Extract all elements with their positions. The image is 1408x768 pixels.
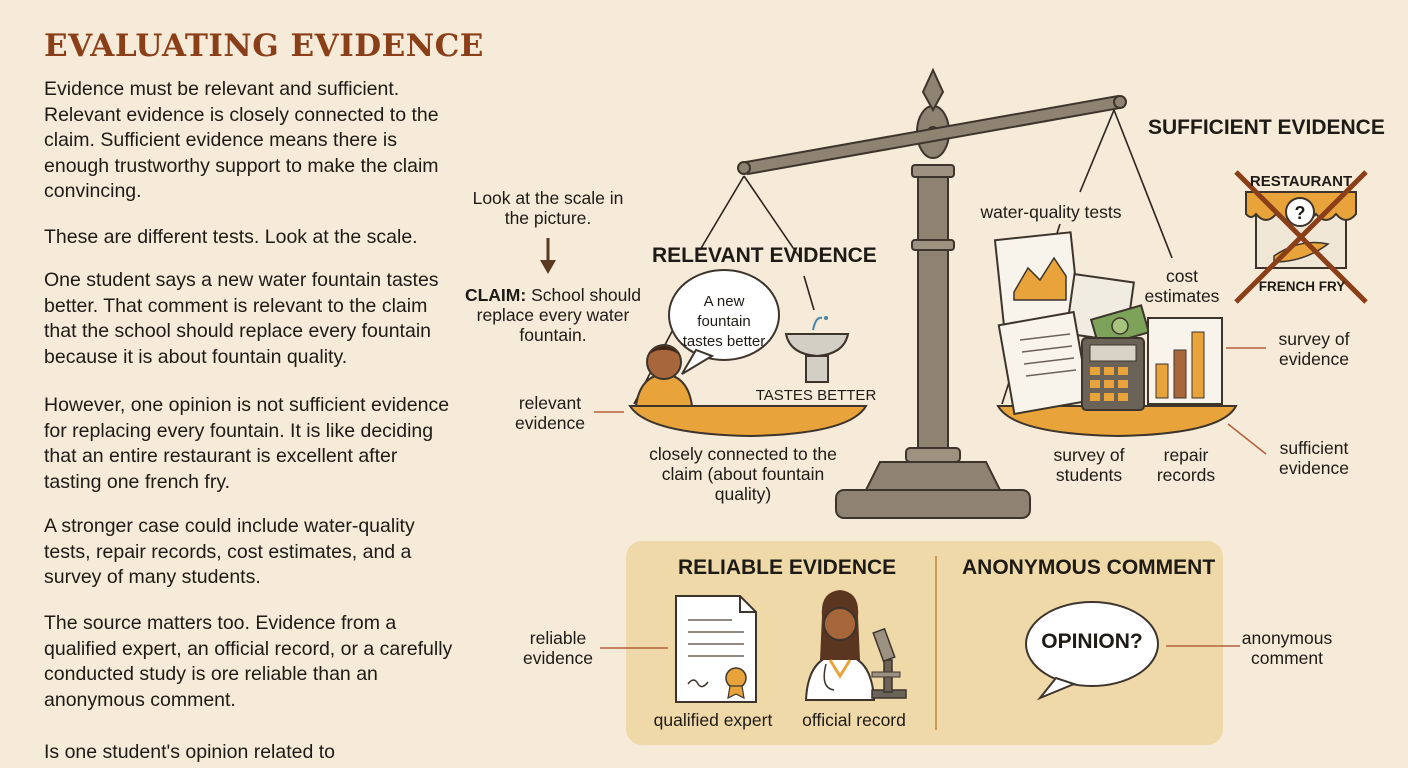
- left-pan: [628, 405, 868, 438]
- student-avatar: [634, 344, 694, 407]
- qualified-expert-label: qualified expert: [653, 710, 773, 730]
- paragraph-not-sufficient: However, one opinion is not sufficient e…: [44, 394, 450, 493]
- opinion-text: OPINION?: [1041, 630, 1143, 653]
- paragraph-question: Is one student's opinion related to: [44, 741, 336, 763]
- look-note: Look at the scale in the picture.: [472, 188, 624, 228]
- water-tests-label: water-quality tests: [980, 202, 1122, 222]
- water-fountain-icon: [784, 316, 850, 383]
- claim-text: School should replace every water founta…: [476, 285, 642, 345]
- expert-avatar: [804, 590, 876, 701]
- paragraph-stronger-case: A stronger case could include water-qual…: [44, 515, 415, 588]
- paragraph-different-tests: These are different tests. Look at the s…: [44, 226, 418, 248]
- repair-records-label: repair records: [1156, 445, 1216, 485]
- reliable-evidence-label: reliable evidence: [522, 628, 594, 668]
- paragraph-student-comment: One student says a new water fountain ta…: [44, 269, 439, 368]
- paragraph-definition: Evidence must be relevant and sufficient…: [44, 78, 439, 202]
- claim-label: CLAIM:: [464, 285, 527, 305]
- calculator-icon: [1081, 337, 1145, 411]
- bottom-panel-bg: [626, 541, 1223, 745]
- scale-stand: [835, 67, 1031, 519]
- restaurant-sign: RESTAURANT: [1249, 173, 1353, 190]
- microscope-icon: [871, 627, 907, 699]
- official-record-label: official record: [802, 710, 906, 730]
- svg-text:?: ?: [1295, 203, 1306, 223]
- sufficient-evidence-label: sufficient evidence: [1278, 438, 1350, 478]
- reliable-heading: RELIABLE EVIDENCE: [678, 556, 897, 579]
- relevant-evidence-label: relevant evidence: [514, 393, 586, 433]
- survey-students-label: survey of students: [1053, 445, 1125, 485]
- anonymous-comment-label: anonymous comment: [1241, 628, 1333, 668]
- speech-text: A new fountain tastes better: [682, 293, 766, 350]
- french-fry-caption: FRENCH FRY: [1258, 279, 1346, 294]
- anonymous-heading: ANONYMOUS COMMENT: [962, 556, 1216, 579]
- cost-estimates-label: cost estimates: [1144, 266, 1220, 306]
- relevant-heading: RELEVANT EVIDENCE: [652, 244, 877, 267]
- survey-evidence-label: survey of evidence: [1278, 329, 1350, 369]
- claim-box: CLAIM: School should replace every water…: [460, 285, 646, 345]
- opinion-bubble: [1025, 601, 1159, 687]
- bar-chart-icon: [1147, 317, 1223, 405]
- page-title: EVALUATING EVIDENCE: [44, 28, 484, 64]
- restaurant-icon: ?: [1245, 191, 1357, 269]
- right-pan: [996, 405, 1238, 438]
- fountain-caption: TASTES BETTER: [755, 387, 877, 404]
- sufficient-heading: SUFFICIENT EVIDENCE: [1148, 116, 1385, 139]
- speech-bubble: [668, 269, 780, 361]
- certificate-icon: [675, 595, 757, 703]
- paragraph-source-matters: The source matters too. Evidence from a …: [44, 612, 453, 711]
- closely-connected-caption: closely connected to the claim (about fo…: [649, 444, 837, 504]
